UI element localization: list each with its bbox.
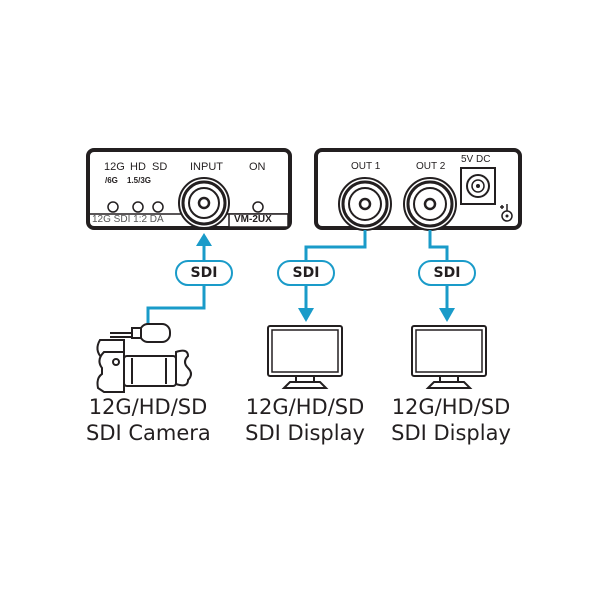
led-hd-icon <box>132 201 144 213</box>
led-12g-icon <box>107 201 119 213</box>
vm-2ux-input-panel <box>86 148 292 230</box>
led-label-12g: 12G <box>104 161 125 173</box>
led-label-6g: /6G <box>105 176 118 185</box>
arrow-down-icon <box>298 308 314 322</box>
led-sd-icon <box>152 201 164 213</box>
display1-label: 12G/HD/SD SDI Display <box>240 394 370 446</box>
led-label-sd: SD <box>152 161 168 173</box>
arrow-up-icon <box>196 233 212 246</box>
sdi-cables <box>146 230 449 330</box>
camera-label-line1: 12G/HD/SD <box>88 395 208 419</box>
input-label: INPUT <box>190 161 223 173</box>
led-label-3g: 1.5/3G <box>127 176 152 185</box>
monitor-icon <box>411 325 487 389</box>
display2-label-line2: SDI Display <box>391 421 511 445</box>
bnc-input-connector-icon <box>178 177 230 229</box>
out1-label: OUT 1 <box>351 161 381 172</box>
out2-label: OUT 2 <box>416 161 446 172</box>
power-polarity-icon <box>500 204 513 222</box>
display1-label-line1: 12G/HD/SD <box>245 395 365 419</box>
video-camera-icon <box>96 323 192 393</box>
power-label: 5V DC <box>461 154 491 165</box>
camera-label: 12G/HD/SD SDI Camera <box>86 394 211 446</box>
led-label-hd: HD <box>130 161 146 173</box>
led-on-icon <box>252 201 264 213</box>
sdi-link-badge-out2: SDI <box>418 260 476 286</box>
power-jack-icon <box>460 167 496 205</box>
arrow-down-icon <box>439 308 455 322</box>
vm-2ux-output-panel <box>314 148 522 231</box>
display1-label-line2: SDI Display <box>245 421 365 445</box>
bnc-out1-connector-icon <box>338 177 392 231</box>
display2-label-line1: 12G/HD/SD <box>391 395 511 419</box>
camera-label-line2: SDI Camera <box>86 421 211 445</box>
bnc-out2-connector-icon <box>403 177 457 231</box>
model-label: VM-2UX <box>234 214 272 225</box>
product-strip-text: 12G SDI 1:2 DA <box>92 214 164 225</box>
display2-label: 12G/HD/SD SDI Display <box>386 394 516 446</box>
on-label: ON <box>249 161 266 173</box>
monitor-icon <box>267 325 343 389</box>
sdi-link-badge-out1: SDI <box>277 260 335 286</box>
sdi-link-badge-input: SDI <box>175 260 233 286</box>
